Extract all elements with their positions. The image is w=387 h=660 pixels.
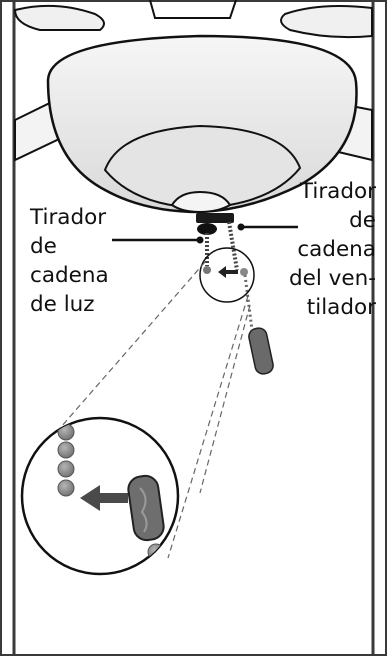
bowl-finial-base [170, 190, 232, 214]
zoom-pull-handle [127, 474, 165, 542]
light-label-dot [196, 236, 204, 244]
switch-housing [196, 213, 234, 223]
fan-pull-handle [248, 327, 274, 375]
zoom-bead-chain-right [147, 543, 165, 574]
fan-blades-top [13, 0, 373, 39]
switch-nut [197, 223, 217, 235]
bowl-inner-ring [103, 124, 302, 210]
fan-pull-chain [227, 221, 254, 331]
detail-circle-small [199, 247, 255, 303]
zoom-line-right [167, 295, 249, 559]
zoom-line-left [53, 261, 206, 436]
light-chain-label: Tirador de cadena de luz [30, 205, 109, 317]
fan-chain-label: Tirador de cadena del ven- tilador [288, 179, 376, 320]
zoom-line-right-2 [199, 304, 251, 494]
zoom-handle-highlight [139, 487, 148, 533]
zoom-arrow-icon [80, 485, 128, 511]
light-pull-chain [203, 233, 211, 274]
small-arrow-icon [218, 266, 238, 278]
fan-label-dot [237, 223, 245, 231]
